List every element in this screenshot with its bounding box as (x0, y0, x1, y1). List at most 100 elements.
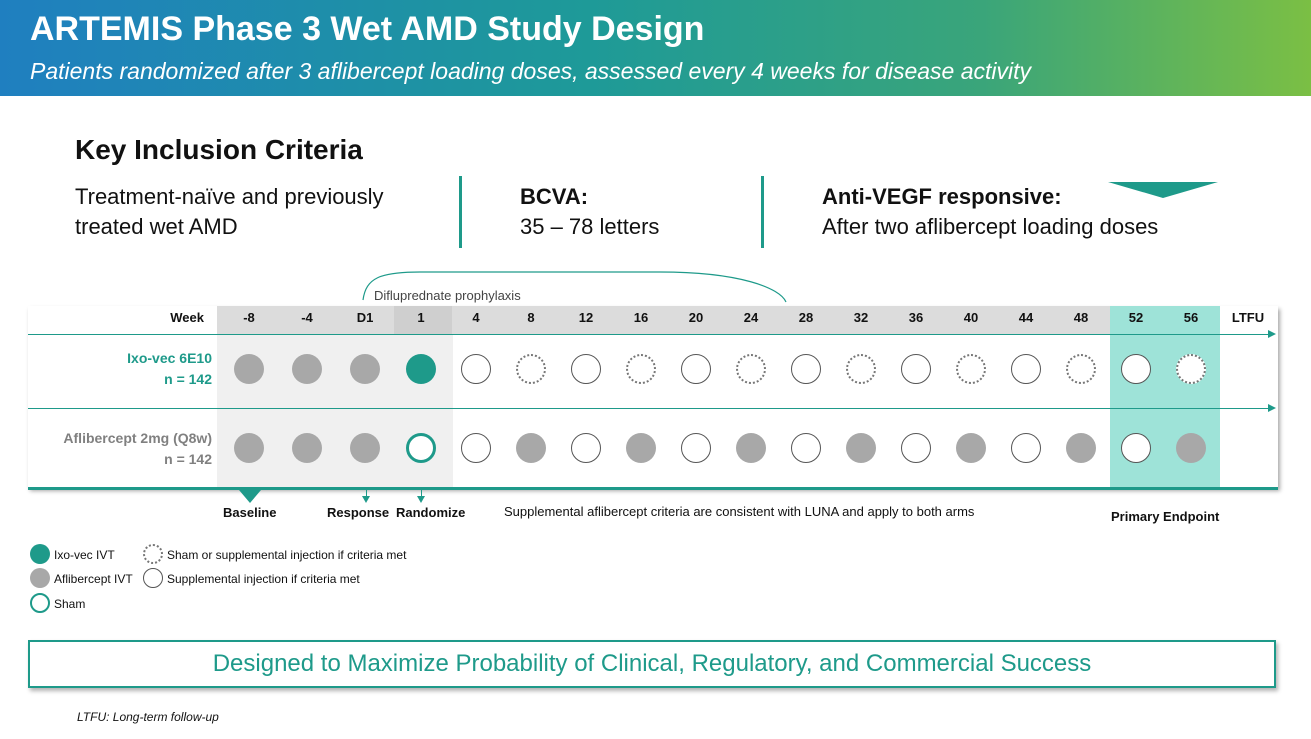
legend-dashed-dot-icon (143, 544, 163, 564)
row-arrow-line (28, 408, 1268, 409)
week-tick-label: 20 (688, 310, 704, 325)
title-banner: ARTEMIS Phase 3 Wet AMD Study Design Pat… (0, 0, 1311, 96)
criterion-heading: BCVA: (520, 184, 589, 209)
dose-dot-supp (461, 354, 491, 384)
slide-subtitle: Patients randomized after 3 aflibercept … (30, 58, 1032, 84)
legend-supp-dot-icon (143, 568, 163, 588)
week-tick-label: D1 (356, 310, 374, 325)
dose-dot-grey (292, 354, 322, 384)
legend-ixo-vec: Ixo-vec IVT (54, 548, 115, 562)
dose-dot-supp (571, 354, 601, 384)
criteria-divider (761, 176, 764, 248)
week-tick-label: 48 (1073, 310, 1089, 325)
dose-dot-supp (1011, 354, 1041, 384)
week-tick-label: 1 (417, 310, 425, 325)
arrow-head-icon (1268, 404, 1276, 412)
legend-supplemental: Supplemental injection if criteria met (167, 572, 360, 586)
week-tick-label: 44 (1018, 310, 1034, 325)
dose-dot-teal (406, 354, 436, 384)
dose-dot-dashed (1066, 354, 1096, 384)
week-tick-label: LTFU (1231, 310, 1265, 325)
dose-dot-grey (292, 433, 322, 463)
dose-dot-supp (681, 354, 711, 384)
legend-sham-or-supplemental: Sham or supplemental injection if criter… (167, 548, 407, 562)
dose-dot-supp (681, 433, 711, 463)
week-label: Week (170, 310, 204, 325)
dose-dot-supp (1121, 354, 1151, 384)
dose-dot-grey (1176, 433, 1206, 463)
week-tick-label: -4 (301, 310, 313, 325)
dose-dot-grey (736, 433, 766, 463)
row-arrow-line (28, 334, 1268, 335)
arm-name: Aflibercept 2mg (Q8w) (63, 430, 212, 446)
dose-dot-grey (350, 433, 380, 463)
dose-dot-supp (791, 354, 821, 384)
randomize-arrow-icon (417, 496, 425, 503)
legend-sham-dot-icon (30, 593, 50, 613)
slide-title: ARTEMIS Phase 3 Wet AMD Study Design (30, 10, 705, 48)
dose-dot-grey (234, 354, 264, 384)
week-tick-label: 8 (527, 310, 535, 325)
footnote: LTFU: Long-term follow-up (77, 710, 219, 724)
criteria-divider (459, 176, 462, 248)
primary-endpoint-arrow (1108, 182, 1218, 198)
dose-dot-grey (350, 354, 380, 384)
response-label: Response (327, 505, 390, 520)
criterion-disease: Treatment-naïve and previously treated w… (75, 182, 384, 242)
dose-dot-supp (461, 433, 491, 463)
legend-grey-dot-icon (30, 568, 50, 588)
criterion-line: treated wet AMD (75, 214, 238, 239)
week-tick-label: 28 (798, 310, 814, 325)
week-header-row (28, 306, 1278, 334)
arrow-head-icon (1268, 330, 1276, 338)
dose-dot-grey (1066, 433, 1096, 463)
dose-dot-supp (791, 433, 821, 463)
dose-dot-supp (571, 433, 601, 463)
week-tick-label: 36 (908, 310, 924, 325)
randomize-label: Randomize (396, 505, 466, 520)
week-tick-label: 32 (853, 310, 869, 325)
dose-dot-dashed (516, 354, 546, 384)
header-blank (1220, 306, 1278, 334)
week-tick-label: 16 (633, 310, 649, 325)
week-tick-label: 4 (472, 310, 480, 325)
criterion-heading: Anti-VEGF responsive: (822, 184, 1062, 209)
week-tick-label: 40 (963, 310, 979, 325)
dose-dot-grey (234, 433, 264, 463)
dose-dot-supp (901, 433, 931, 463)
legend-teal-dot-icon (30, 544, 50, 564)
dose-dot-dashed (1176, 354, 1206, 384)
dose-dot-supp (1121, 433, 1151, 463)
dose-dot-dashed (846, 354, 876, 384)
timeline-baseline (28, 487, 1278, 490)
inclusion-criteria-title: Key Inclusion Criteria (75, 134, 363, 165)
arm-n: n = 142 (164, 451, 212, 467)
arm-label-ixo-vec: Ixo-vec 6E10 n = 142 (12, 348, 212, 390)
header-blank (28, 306, 217, 334)
success-callout: Designed to Maximize Probability of Clin… (28, 640, 1276, 688)
dose-dot-dashed (956, 354, 986, 384)
prophylaxis-bracket (362, 271, 787, 303)
dose-dot-supp (901, 354, 931, 384)
response-arrow-icon (362, 496, 370, 503)
dose-dot-dashed (626, 354, 656, 384)
dose-dot-supp (1011, 433, 1041, 463)
arm-label-aflibercept: Aflibercept 2mg (Q8w) n = 142 (12, 428, 212, 470)
arm-name: Ixo-vec 6E10 (127, 350, 212, 366)
dose-dot-grey (846, 433, 876, 463)
baseline-label: Baseline (223, 505, 277, 520)
primary-endpoint-label: Primary Endpoint (1111, 509, 1220, 524)
dose-dot-grey (956, 433, 986, 463)
week-tick-label: 12 (578, 310, 594, 325)
dose-dot-grey (626, 433, 656, 463)
week-tick-label: -8 (243, 310, 255, 325)
week-tick-label: 56 (1183, 310, 1199, 325)
randomize-tick (421, 490, 422, 498)
criterion-line: Treatment-naïve and previously (75, 184, 384, 209)
supplemental-note: Supplemental aflibercept criteria are co… (504, 504, 975, 519)
week-tick-label: 52 (1128, 310, 1144, 325)
baseline-marker-icon (239, 490, 261, 503)
legend-sham: Sham (54, 597, 86, 611)
criterion-line: 35 – 78 letters (520, 214, 660, 239)
arm-n: n = 142 (164, 371, 212, 387)
